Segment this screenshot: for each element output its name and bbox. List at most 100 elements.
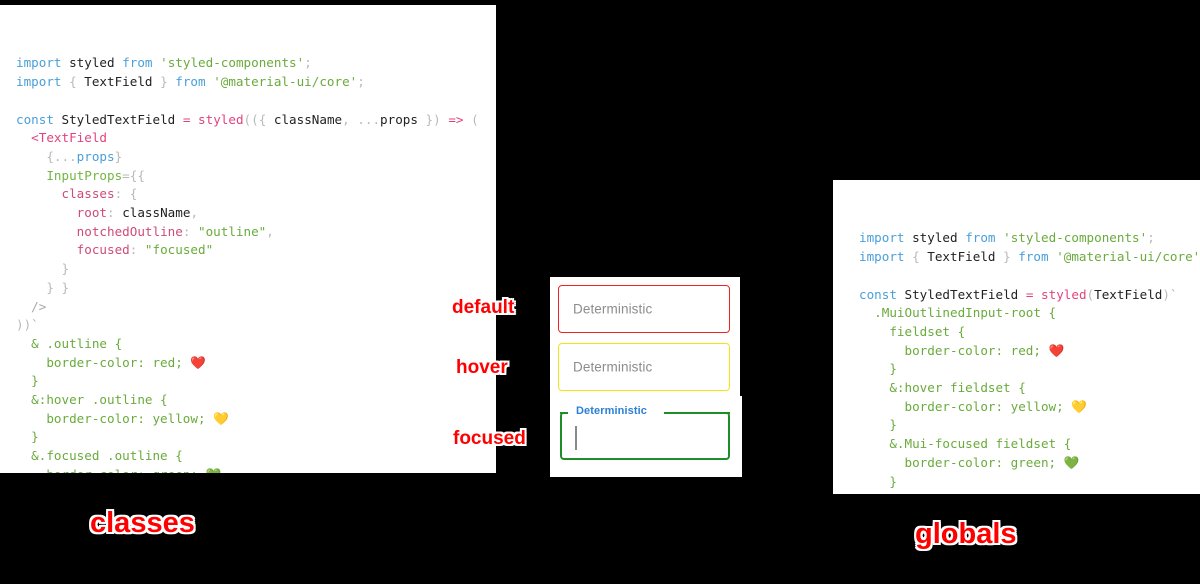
code-token: [1018, 287, 1026, 302]
code-token: }: [995, 249, 1019, 265]
code-token: :: [182, 223, 198, 239]
code-line: border-color: green; 💚: [859, 454, 1200, 473]
code-token: }: [16, 373, 39, 389]
code-token: />: [16, 298, 47, 314]
code-token: border-color: yellow;: [16, 410, 214, 426]
code-line: const StyledTextField = styled(({ classN…: [16, 111, 496, 130]
code-token: ;: [304, 55, 312, 71]
code-line: ))`: [16, 316, 496, 335]
annotation-title-globals: globals: [915, 518, 1017, 550]
notch-segment-lead: [560, 412, 568, 414]
code-line: {...props}: [16, 148, 496, 167]
code-line: &:hover .outline {: [16, 391, 496, 410]
code-token: }: [859, 473, 897, 489]
code-token: '@material-ui/core': [1056, 249, 1200, 265]
code-line: }: [859, 360, 1200, 379]
code-token: [190, 112, 198, 127]
code-token: =: [122, 167, 130, 183]
code-line: &.focused .outline {: [16, 447, 496, 466]
textfield-focused-floating-label: Deterministic: [572, 405, 651, 417]
code-token: props: [76, 148, 115, 164]
code-token: from: [965, 230, 996, 246]
code-token: }: [152, 74, 176, 90]
code-token: from: [122, 55, 153, 71]
code-token: {: [904, 249, 928, 265]
code-line: border-color: green; 💚: [16, 466, 496, 473]
textfield-hover[interactable]: Deterministic: [558, 343, 730, 391]
text-caret: [575, 426, 577, 450]
code-token: notchedOutline: [76, 223, 183, 239]
code-line: }: [16, 428, 496, 447]
code-token: [54, 112, 62, 127]
annotation-hover: hover: [456, 357, 508, 378]
code-token: [16, 168, 46, 183]
code-token: ((: [243, 111, 259, 127]
code-line: const StyledTextField = styled(TextField…: [859, 286, 1200, 305]
code-token: ❤️: [1048, 342, 1065, 358]
code-token: StyledTextField: [61, 111, 176, 127]
textfield-focused[interactable]: Deterministic: [560, 405, 730, 460]
textfield-default[interactable]: Deterministic: [558, 285, 730, 333]
code-lines-classes: import styled from 'styled-components';i…: [16, 54, 496, 473]
code-line: [859, 267, 1200, 286]
code-token: `: [31, 317, 39, 333]
code-line: import styled from 'styled-components';: [16, 54, 496, 73]
code-token: ,: [266, 223, 274, 239]
code-line: focused: "focused": [16, 241, 496, 260]
code-token: border-color: green;: [16, 467, 206, 473]
code-line: [16, 92, 496, 111]
code-line: import styled from 'styled-components';: [859, 229, 1200, 248]
code-token: const: [16, 111, 54, 127]
code-token: [153, 55, 161, 70]
code-panel-globals: import styled from 'styled-components';i…: [833, 180, 1200, 494]
code-token: StyledTextField: [904, 286, 1019, 302]
code-line: import { TextField } from '@material-ui/…: [16, 73, 496, 92]
code-line: &.Mui-focused fieldset {: [859, 435, 1200, 454]
code-token: `: [1169, 286, 1178, 302]
code-token: (: [1086, 286, 1095, 302]
code-line: border-color: red; ❤️: [16, 354, 496, 373]
code-token: }: [859, 417, 897, 433]
code-token: className: [122, 205, 191, 221]
code-token: [905, 230, 913, 245]
code-line: }: [16, 260, 496, 279]
code-token: className: [273, 111, 343, 127]
code-token: :: [129, 242, 145, 258]
code-line: import { TextField } from '@material-ui/…: [859, 248, 1200, 267]
code-token: [16, 186, 62, 201]
code-token: 💚: [1063, 454, 1080, 470]
code-token: {: [258, 111, 274, 127]
code-token: from: [175, 74, 206, 90]
code-token: border-color: red;: [16, 354, 191, 370]
code-token: ;: [1147, 230, 1155, 246]
code-line: }: [859, 491, 1200, 494]
code-token: import: [16, 74, 62, 90]
code-token: ;: [357, 74, 365, 90]
code-line: }: [859, 473, 1200, 492]
code-token: <TextField: [31, 130, 107, 146]
code-token: &.focused .outline {: [16, 448, 183, 464]
code-token: "focused": [144, 242, 214, 258]
code-token: focused: [76, 242, 130, 258]
code-token: &:hover .outline {: [16, 392, 168, 408]
code-token: :: [114, 186, 130, 202]
code-token: [996, 230, 1004, 245]
code-token: border-color: green;: [859, 454, 1064, 470]
code-token: &:hover fieldset {: [859, 380, 1026, 396]
code-token: .MuiOutlinedInput-root {: [859, 305, 1057, 321]
code-line: <TextField: [16, 129, 496, 148]
code-token: 💛: [1071, 398, 1087, 414]
annotation-default: default: [452, 297, 515, 318]
code-token: "outline": [198, 223, 267, 239]
code-token: {: [61, 74, 85, 90]
code-token: ❤️: [190, 354, 207, 370]
code-line: root: className,: [16, 204, 496, 223]
code-line: .MuiOutlinedInput-root {: [859, 304, 1200, 323]
code-line: & .outline {: [16, 335, 496, 354]
code-token: &.Mui-focused fieldset {: [859, 436, 1072, 452]
code-line: />: [16, 298, 496, 317]
code-token: ...: [357, 111, 381, 127]
code-line: }: [16, 372, 496, 391]
annotation-focused: focused: [453, 428, 526, 449]
code-token: import: [859, 230, 905, 246]
